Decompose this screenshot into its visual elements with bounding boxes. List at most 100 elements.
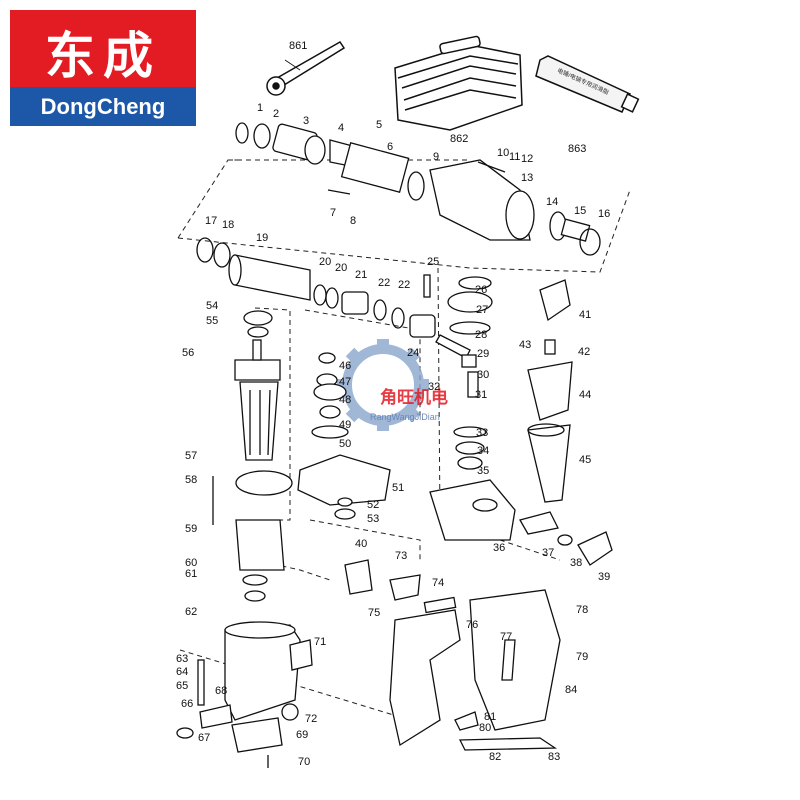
part-number-3: 3 — [303, 115, 309, 127]
part-number-41: 41 — [579, 309, 591, 321]
brand-name-chinese: 东成 — [45, 26, 161, 85]
part-number-5: 5 — [376, 119, 382, 131]
brand-name-english: DongCheng — [40, 94, 166, 119]
part-number-66: 66 — [181, 698, 193, 710]
part-number-861: 861 — [289, 40, 307, 52]
part-number-18: 18 — [222, 219, 234, 231]
part-number-51: 51 — [392, 482, 404, 494]
barrel-assembly — [235, 122, 601, 256]
part-number-19: 19 — [256, 232, 268, 244]
part-number-68: 68 — [215, 685, 227, 697]
part-number-31: 31 — [475, 389, 487, 401]
part-number-12: 12 — [521, 153, 533, 165]
part-number-80: 80 — [479, 722, 491, 734]
part-number-70: 70 — [298, 756, 310, 768]
part-number-55: 55 — [206, 315, 218, 327]
gear-train — [297, 352, 391, 520]
part-number-2: 2 — [273, 108, 279, 120]
part-number-1: 1 — [257, 102, 263, 114]
part-number-44: 44 — [579, 389, 591, 401]
part-number-76: 76 — [466, 619, 478, 631]
part-number-21: 21 — [355, 269, 367, 281]
part-number-79: 79 — [576, 651, 588, 663]
watermark: 角旺机电 RangWangJiDian — [337, 339, 448, 431]
part-number-30: 30 — [477, 369, 489, 381]
part-number-75: 75 — [368, 607, 380, 619]
part-number-84: 84 — [565, 684, 577, 696]
part-number-16: 16 — [598, 208, 610, 220]
part-number-36: 36 — [493, 542, 505, 554]
part-number-67: 67 — [198, 732, 210, 744]
part-number-83: 83 — [548, 751, 560, 763]
part-number-73: 73 — [395, 550, 407, 562]
part-number-57: 57 — [185, 450, 197, 462]
part-number-54: 54 — [206, 300, 218, 312]
part-number-28: 28 — [475, 329, 487, 341]
part-number-82: 82 — [489, 751, 501, 763]
part-number-27: 27 — [476, 304, 488, 316]
part-number-862: 862 — [450, 133, 468, 145]
part-number-45: 45 — [579, 454, 591, 466]
part-number-39: 39 — [598, 571, 610, 583]
side-handle — [429, 279, 613, 566]
part-number-47: 47 — [339, 376, 351, 388]
part-number-20: 20 — [319, 256, 331, 268]
part-number-29: 29 — [477, 348, 489, 360]
part-number-33: 33 — [476, 427, 488, 439]
part-number-43: 43 — [519, 339, 531, 351]
part-number-74: 74 — [432, 577, 444, 589]
part-number-77: 77 — [500, 631, 512, 643]
logo-red-block: 东成 — [10, 10, 196, 87]
part-number-53: 53 — [367, 513, 379, 525]
part-number-62: 62 — [185, 606, 197, 618]
part-number-69: 69 — [296, 729, 308, 741]
part-number-25: 25 — [427, 256, 439, 268]
part-number-22: 22 — [398, 279, 410, 291]
part-number-7: 7 — [330, 207, 336, 219]
motor-housing — [176, 621, 313, 768]
part-number-38: 38 — [570, 557, 582, 569]
part-number-9: 9 — [433, 151, 439, 163]
part-number-26: 26 — [475, 284, 487, 296]
part-number-15: 15 — [574, 205, 586, 217]
part-number-34: 34 — [477, 445, 489, 457]
part-number-58: 58 — [185, 474, 197, 486]
part-number-40: 40 — [355, 538, 367, 550]
part-number-8: 8 — [350, 215, 356, 227]
brand-logo: 东成 DongCheng — [10, 10, 196, 126]
part-number-48: 48 — [339, 394, 351, 406]
watermark-text: 角旺机电 — [380, 387, 448, 408]
logo-blue-block: DongCheng — [10, 87, 196, 126]
part-number-61: 61 — [185, 568, 197, 580]
part-number-81: 81 — [484, 711, 496, 723]
crank-assembly — [435, 276, 493, 470]
part-number-65: 65 — [176, 680, 188, 692]
part-number-14: 14 — [546, 196, 558, 208]
part-number-71: 71 — [314, 636, 326, 648]
part-number-20: 20 — [335, 262, 347, 274]
part-number-42: 42 — [578, 346, 590, 358]
spanner-wrench-861 — [266, 41, 346, 96]
part-number-59: 59 — [185, 523, 197, 535]
part-number-49: 49 — [339, 419, 351, 431]
watermark-subtext: RangWangJiDian — [370, 412, 440, 422]
part-number-17: 17 — [205, 215, 217, 227]
part-number-22: 22 — [378, 277, 390, 289]
part-number-32: 32 — [428, 381, 440, 393]
part-number-72: 72 — [305, 713, 317, 725]
part-number-4: 4 — [338, 122, 344, 134]
part-number-10: 10 — [497, 147, 509, 159]
grease-tube-863: 电锤/电镐专用润滑脂 — [535, 55, 640, 113]
part-number-52: 52 — [367, 499, 379, 511]
part-number-37: 37 — [542, 547, 554, 559]
part-number-60: 60 — [185, 557, 197, 569]
part-number-24: 24 — [407, 347, 419, 359]
gear-icon — [337, 339, 429, 431]
armature-motor — [212, 310, 293, 602]
rear-handle-assembly — [344, 559, 561, 751]
part-number-78: 78 — [576, 604, 588, 616]
part-number-50: 50 — [339, 438, 351, 450]
part-number-11: 11 — [509, 151, 520, 163]
